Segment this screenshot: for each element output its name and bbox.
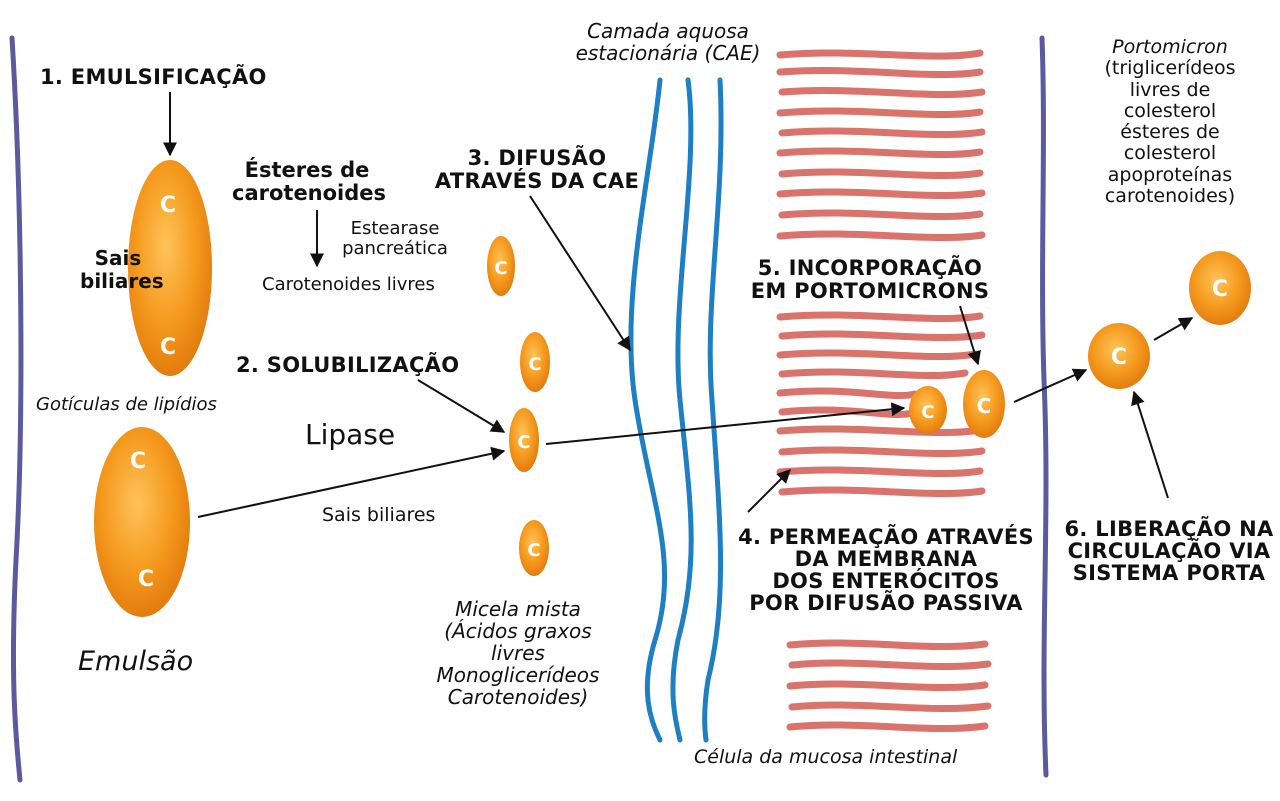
portomicron-released-1: C [1088,323,1150,389]
emulsion-label: Emulsão [78,646,194,677]
svg-text:C: C [517,432,530,453]
micelle-3: C [509,408,539,472]
lipid-droplet-top: C C [128,160,212,376]
arrow-incorporation [959,305,981,366]
micelle-2: C [520,332,550,392]
portomicron-released-2: C [1189,251,1251,325]
micelle-line4: Monoglicerídeos [436,663,600,687]
carotenoid-in-enterocyte: C [909,386,947,434]
portomicron-title: Portomicron [1112,36,1228,58]
esterase-line2: pancreática [342,238,448,259]
portomicron-label: Portomicron (triglicerídeos livres de co… [1078,36,1262,207]
micelle-line1: Micela mista [455,597,581,621]
esterase-line1: Estearase [350,218,440,239]
basolateral-membrane [1039,35,1049,778]
micelle-line2: (Ácidos graxos [444,619,592,643]
step1-label: 1. EMULSIFICAÇÃO [40,65,267,89]
portomicron-line4: ésteres de [1120,121,1220,144]
bile-salts-label: Sais biliares [80,246,164,293]
portomicron-line1: (triglicerídeos [1104,57,1236,80]
portomicron-line7: carotenoides) [1104,184,1236,207]
micelle-line5: Carotenoides) [447,685,589,709]
bile-salts-line1: Sais [94,246,142,270]
step6-line1: 6. LIBERAÇÃO NA [1064,517,1274,541]
arrows [163,92,1194,518]
portomicron-line6: apoproteínas [1107,163,1233,186]
step4-line3: DOS ENTERÓCITOS [772,569,1000,594]
enterocyte-microvilli [776,49,992,733]
step3-line1: 3. DIFUSÃO [467,146,607,170]
step4-line4: POR DIFUSÃO PASSIVA [749,591,1023,616]
step4-line2: DA MEMBRANA [794,547,978,572]
svg-text:C: C [160,335,176,360]
svg-text:C: C [977,394,992,418]
cae-label: Camada aquosa estacionária (CAE) [548,20,788,64]
arrow-liberation [1131,390,1169,499]
step5-label: 5. INCORPORAÇÃO EM PORTOMICRONS [740,258,1000,302]
micelle-4: C [519,520,549,576]
cae-line1: Camada aquosa [587,19,749,43]
arrow-exit-enterocyte [1013,368,1088,403]
lipid-droplets-label: Gotículas de lipídios [36,394,217,415]
bile-salts-line2: biliares [80,269,164,293]
mixed-micelle-label: Micela mista (Ácidos graxos livres Monog… [410,598,626,708]
step6-label: 6. LIBERAÇÃO NA CIRCULAÇÃO VIA SISTEMA P… [1058,518,1280,584]
step3-line2: ATRAVÉS DA CAE [434,169,640,193]
portomicron-line2: livres de [1129,78,1211,101]
portomicron-line3: colesterol [1123,99,1217,122]
carotenoid-esters-line1: Ésteres de [244,158,370,182]
step6-line3: SISTEMA PORTA [1072,561,1266,586]
step3-label: 3. DIFUSÃO ATRAVÉS DA CAE [432,148,642,192]
arrow-solubilization [417,379,506,433]
step5-line2: EM PORTOMICRONS [750,279,990,303]
step4-line1: 4. PERMEAÇÃO ATRAVÉS [738,525,1034,549]
svg-text:C: C [528,354,541,375]
arrow-diffusion-cae [529,195,631,352]
svg-text:C: C [1111,345,1127,370]
step6-line2: CIRCULAÇÃO VIA [1067,539,1271,564]
svg-text:C: C [527,540,540,561]
cae-layer [628,77,724,743]
svg-text:C: C [138,567,154,592]
cae-line2: estacionária (CAE) [575,41,761,65]
lipase-label: Lipase [305,418,396,451]
step2-label: 2. SOLUBILIZAÇÃO [236,353,460,377]
micelle-1: C [487,236,515,296]
lipid-droplet-bottom: C C [94,427,190,617]
arrow-micelle-to-enterocyte [545,402,906,445]
enterocyte-label: Célula da mucosa intestinal [694,746,958,768]
bile-salts-label-2: Sais biliares [322,504,436,526]
svg-text:C: C [160,193,176,218]
svg-text:C: C [494,258,507,279]
step5-line1: 5. INCORPORAÇÃO [757,256,983,280]
portomicron-line5: colesterol [1123,142,1217,165]
svg-text:C: C [130,449,146,474]
pancreatic-esterase-label: Estearase pancreática [330,220,460,258]
arrow-permeation [747,469,791,513]
carotenoid-esters-line2: carotenoides [232,181,387,205]
lumen-membrane-left [9,35,24,783]
micelle-line3: livres [491,641,545,665]
svg-text:C: C [1212,277,1228,302]
free-carotenoids-label: Carotenoides livres [262,274,435,295]
arrow-to-circulation [1153,317,1194,341]
carotenoid-esters-label: Ésteres de carotenoides [232,158,387,205]
portomicron-forming: C [963,370,1005,438]
svg-text:C: C [921,402,934,423]
step4-label: 4. PERMEAÇÃO ATRAVÉS DA MEMBRANA DOS ENT… [734,526,1038,614]
arrow-emulsion-to-micelle [197,446,506,518]
